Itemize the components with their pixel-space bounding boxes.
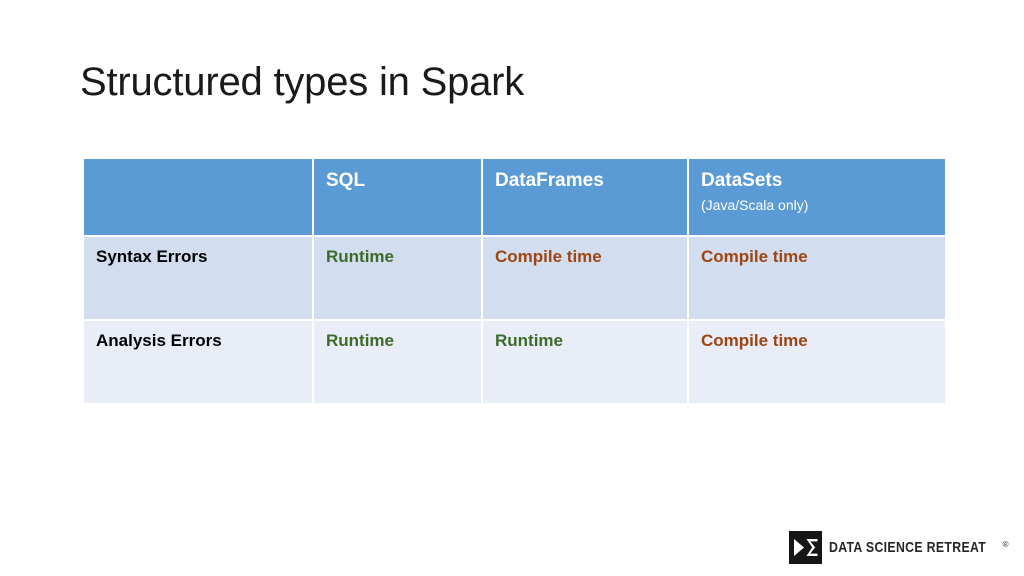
cell-analysis-sql: Runtime	[314, 321, 481, 403]
row-label-cell: Analysis Errors	[84, 321, 312, 403]
cell-value: Compile time	[495, 247, 602, 266]
table-row: Analysis Errors Runtime Runtime Compile …	[84, 321, 945, 403]
registered-trademark-icon: ®	[1002, 540, 1009, 549]
cell-value: Runtime	[326, 247, 394, 266]
cell-analysis-datasets: Compile time	[689, 321, 945, 403]
cell-value: Compile time	[701, 331, 808, 350]
table-header-row: SQL DataFrames DataSets (Java/Scala only…	[84, 159, 945, 235]
table-header-cell-sql: SQL	[314, 159, 481, 235]
cell-value: Compile time	[701, 247, 808, 266]
cell-analysis-dataframes: Runtime	[483, 321, 687, 403]
logo-wordmark: DATA SCIENCE RETREAT ®	[829, 540, 1009, 555]
column-header-sublabel: (Java/Scala only)	[701, 196, 809, 213]
structured-types-table: SQL DataFrames DataSets (Java/Scala only…	[82, 157, 945, 405]
cell-syntax-sql: Runtime	[314, 237, 481, 319]
table-header-cell-corner	[84, 159, 312, 235]
column-header-label: SQL	[326, 170, 366, 191]
row-label: Syntax Errors	[96, 247, 208, 266]
logo-words: DATA SCIENCE RETREAT	[829, 539, 987, 556]
column-header-label: DataFrames	[495, 170, 604, 191]
cell-value: Runtime	[326, 331, 394, 350]
data-science-retreat-logo: DATA SCIENCE RETREAT ®	[789, 531, 1009, 564]
cell-syntax-datasets: Compile time	[689, 237, 945, 319]
row-label: Analysis Errors	[96, 331, 222, 350]
table-row: Syntax Errors Runtime Compile time Compi…	[84, 237, 945, 319]
page-title: Structured types in Spark	[80, 60, 525, 104]
cell-value: Runtime	[495, 331, 563, 350]
table-header-cell-datasets: DataSets (Java/Scala only)	[689, 159, 945, 235]
column-header-label: DataSets	[701, 170, 783, 191]
row-label-cell: Syntax Errors	[84, 237, 312, 319]
cell-syntax-dataframes: Compile time	[483, 237, 687, 319]
sigma-play-mark-icon	[789, 531, 822, 564]
table-header-cell-dataframes: DataFrames	[483, 159, 687, 235]
